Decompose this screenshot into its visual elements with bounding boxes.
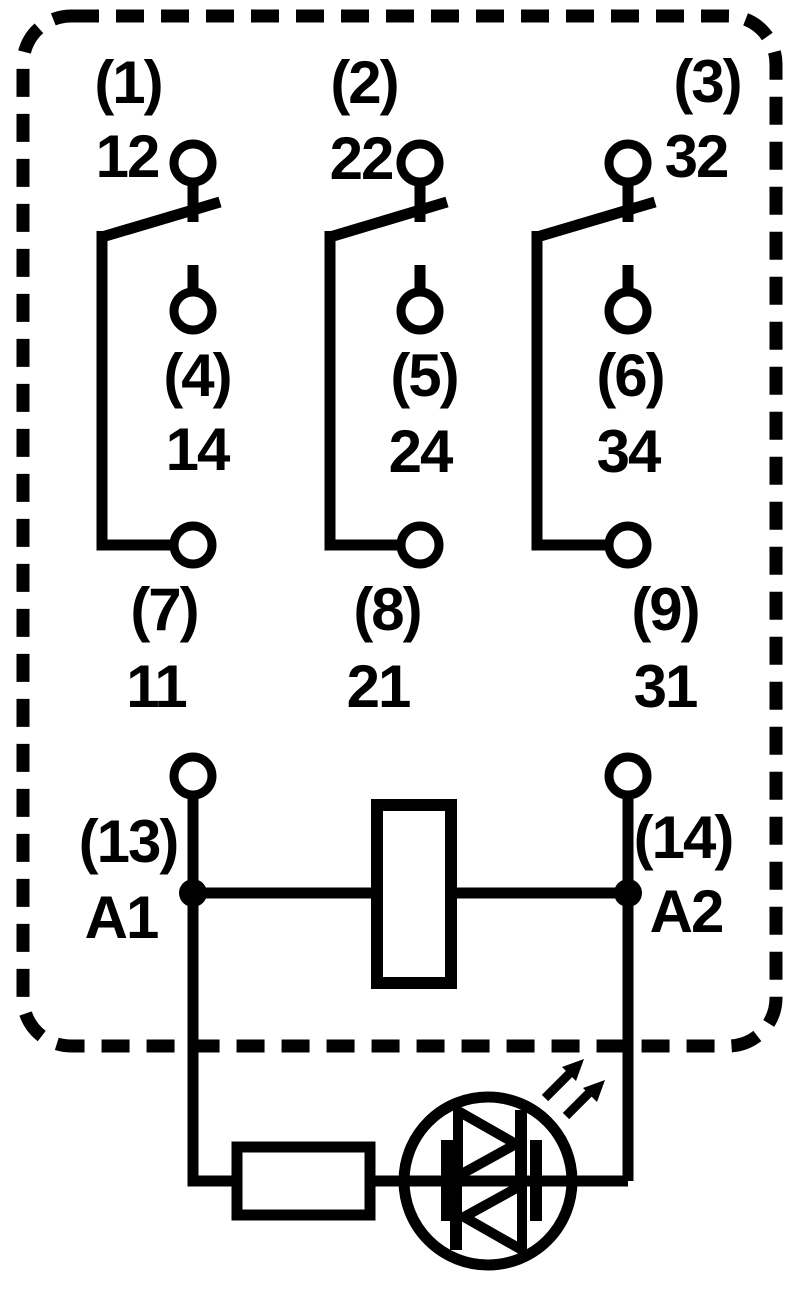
pole-1-common-wire — [96, 231, 174, 551]
coil-a2-terminal-label: A2 — [650, 878, 723, 945]
pole-2-common-wire — [324, 231, 401, 551]
led-branch — [187, 893, 634, 1271]
terminal-21 — [396, 521, 444, 569]
light-emission-arrows-icon — [541, 1059, 605, 1120]
arrow-2-shaft — [562, 1087, 595, 1120]
pole-2-com-terminal-label: 21 — [347, 653, 410, 720]
terminal-34 — [604, 287, 652, 335]
terminal-14 — [169, 287, 217, 335]
junction-dot-a1 — [179, 879, 207, 907]
pole-2-no-pin-label: (5) — [390, 342, 457, 409]
terminal-22 — [396, 139, 444, 187]
coil-a2-pin-label: (14) — [634, 804, 733, 871]
led-branch-left-wire — [187, 893, 237, 1187]
pole-3-switch-blade — [535, 196, 657, 243]
pole-1-contact — [96, 183, 222, 551]
terminals — [169, 139, 652, 800]
pole-3-common-wire — [531, 231, 609, 551]
pole-1-com-terminal-label: 11 — [126, 653, 186, 720]
pole-1-com-pin-label: (7) — [130, 576, 197, 643]
led-circle — [398, 1091, 578, 1271]
terminal-a2 — [604, 752, 652, 800]
pole-2-switch-blade — [328, 196, 449, 243]
pole-3-nc-pin-label: (3) — [673, 48, 740, 115]
coil-circuit — [187, 796, 634, 989]
pole-2-nc-terminal-label: 22 — [330, 125, 393, 192]
pole-2-nc-pin-label: (2) — [330, 49, 397, 116]
terminal-12 — [169, 139, 217, 187]
pole-1-nc-terminal-label: 12 — [96, 123, 159, 190]
pole-3-nc-terminal-label: 32 — [665, 123, 728, 190]
pole-3-no-terminal-label: 34 — [597, 418, 662, 485]
pole-1-nc-pin-label: (1) — [94, 49, 161, 116]
led-bottom-diode-triangle — [453, 1176, 527, 1259]
terminal-32 — [604, 139, 652, 187]
pole-2-com-pin-label: (8) — [353, 576, 420, 643]
pole-1-no-pin-label: (4) — [163, 342, 230, 409]
terminal-11 — [169, 521, 217, 569]
pole-2-contact — [324, 183, 449, 551]
arrow-2-head — [583, 1080, 605, 1102]
arrow-1-head — [562, 1059, 584, 1081]
terminal-a1 — [169, 752, 217, 800]
led-top-diode-triangle — [453, 1102, 527, 1185]
pole-1-no-terminal-label: 14 — [166, 416, 231, 483]
coil-a1-pin-label: (13) — [79, 808, 178, 875]
pole-2-no-terminal-label: 24 — [389, 418, 454, 485]
terminal-31 — [604, 521, 652, 569]
junction-dot-a2 — [614, 879, 642, 907]
coil-a1-terminal-label: A1 — [85, 884, 158, 951]
coil-symbol — [371, 799, 457, 989]
arrow-1-shaft — [541, 1069, 574, 1102]
wiring — [96, 183, 657, 1271]
pole-1-switch-blade — [100, 196, 222, 243]
labels: (1) 12 (4) 14 (7) 11 (2) 22 (5) 24 (8) 2… — [79, 48, 743, 951]
pole-3-com-terminal-label: 31 — [634, 653, 697, 720]
relay-enclosure-dashed-border — [16, 9, 783, 1053]
terminal-24 — [396, 287, 444, 335]
pole-3-no-pin-label: (6) — [596, 342, 663, 409]
pole-3-com-pin-label: (9) — [631, 576, 698, 643]
